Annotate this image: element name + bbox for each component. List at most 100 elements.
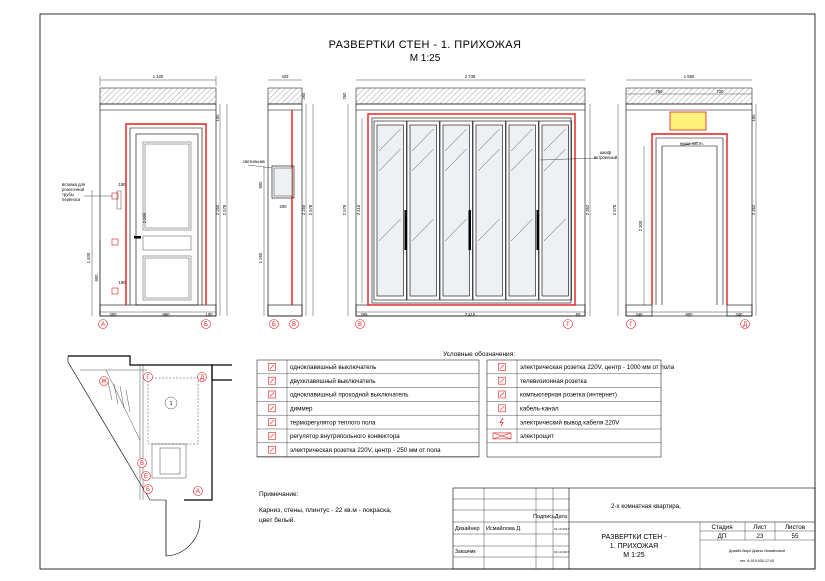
elevation1-dim-left-4: 180 (119, 280, 127, 285)
elevation2-dim-3: 200 (280, 204, 288, 209)
elevation1-callout-1: вставка для (62, 182, 85, 187)
elevation1-dim-left-2: 900 (94, 274, 99, 282)
page-title: РАЗВЕРТКИ СТЕН - 1. ПРИХОЖАЯ (329, 39, 522, 51)
legend-right-item-label: электрическая розетка 220V, центр - 1000… (520, 364, 675, 371)
axis-label: Г (566, 322, 570, 328)
legend-left-item-label: одноклавишный выключатель (290, 364, 376, 371)
elevation4-callout: ниша лестн. (680, 141, 704, 146)
plan-label: В (140, 461, 144, 467)
plan-label: Д (200, 375, 204, 381)
elevation-wardrobe-wall: 2 738 шкаф встроенный 2 578 2 410 2 352 … (342, 74, 618, 329)
elevation1-dim-right-2: 2 250 (215, 204, 220, 215)
axis-label: В (292, 322, 296, 328)
elevation1-callout-2: розеточной (62, 187, 85, 192)
axis-label: А (101, 322, 105, 328)
legend-left-item-label: терморегулятор теплого пола (290, 419, 376, 426)
legend-right-item-label: электрический вывод кабеля 220V (520, 419, 620, 426)
tb-studio: Дизайн-бюро Дианы Исмайловой (729, 549, 785, 553)
elevation1-dim-left-1: 1 400 (86, 252, 91, 263)
wardrobe-glass-panel (541, 124, 569, 297)
tb-sheet-title-1: РАЗВЕРТКИ СТЕН - (601, 534, 667, 541)
elevation2-dim-4: 2 250 (301, 204, 306, 215)
wall-lamp-icon (271, 165, 295, 199)
wardrobe-glass-panel (376, 124, 404, 297)
title-block: Подпись Дата Дизайнер Исмайлова Д. 01.10… (452, 487, 816, 570)
wall-outline (99, 103, 217, 317)
tb-stage: ДП (718, 533, 727, 540)
elevation1-callout-3: трубы (62, 192, 74, 197)
legend-title: Условные обозначения: (443, 350, 515, 358)
socket-icon (111, 238, 119, 246)
elevation1-dim-left-3: 150 (119, 182, 127, 187)
elevation3-bottom-dim-3: 60 (576, 312, 581, 317)
tb-stage-label: Стадия (711, 524, 732, 531)
elevation4-bottom-dim-1: 340 (636, 312, 644, 317)
tb-header-sign: Подпись (533, 514, 555, 520)
legend-left-item-label: двухклавишный выключатель (290, 378, 376, 385)
elevation2-width-dim: 423 (282, 74, 290, 79)
cable-outlet-icon (499, 417, 504, 427)
tb-phone: тел. 8-919-000-17-00 (740, 559, 774, 563)
elevation3-dim-2: 2 410 (356, 204, 361, 215)
wardrobe-glass-panel (442, 124, 470, 297)
elevation1-callout-4: переноса (62, 197, 81, 202)
plan-label: А (196, 489, 200, 495)
note: Примечание: Карниз, стены, плинтус - 22 … (259, 491, 392, 524)
tb-sheets-label: Листов (785, 524, 806, 531)
elevation3-callout-2: встроенный (594, 155, 618, 160)
plan-label: Г (146, 375, 150, 381)
axis-label: Д (743, 322, 747, 328)
plan-label: Ж (101, 379, 107, 385)
elevation3-dim-4: 260 (342, 92, 347, 100)
legend-left-item-label: одноклавишный проходной выключатель (290, 392, 408, 399)
axis-label: Б (204, 322, 208, 328)
wardrobe-handle (468, 210, 471, 250)
socket-icon (111, 287, 119, 295)
axis-label: Г (629, 322, 633, 328)
wardrobe-frame-red (367, 113, 576, 306)
elevation2-callout: светильник (243, 159, 265, 164)
tb-client-label: Заказчик (455, 549, 476, 555)
plan-label: Е (144, 474, 148, 480)
elevation-side-wall: 423 светильник 900 1 250 200 2 250 2 578… (243, 74, 314, 329)
elevation3-dim-1: 2 578 (342, 204, 347, 215)
legend-right-item-label: компьютерная розетка (интернет) (520, 392, 617, 399)
wardrobe-glass-panel (508, 124, 536, 297)
elevation1-dim-right-1: 150 (215, 114, 220, 122)
tb-project: 2-х комнатная квартира, (611, 503, 681, 510)
door-handle (134, 236, 141, 239)
axis-label: В (358, 322, 362, 328)
electrical-panel-highlight (669, 111, 707, 131)
elevation1-bottom-dim-2: 960 (163, 312, 171, 317)
elevation4-bottom-dim-3: 340 (736, 312, 744, 317)
legend-right-item-label: электрощит (520, 433, 554, 440)
tb-designer-label: Дизайнер (455, 525, 480, 532)
legend-right-item-label: кабель-канал (520, 406, 559, 413)
wardrobe-glass-panel (409, 124, 437, 297)
doorway-red (651, 133, 728, 305)
elevation4-dim-2: 2 300 (638, 220, 643, 231)
elevation3-callout-1: шкаф (600, 150, 612, 155)
tb-sheet-title-3: М 1:25 (623, 552, 645, 559)
tb-sheet: 23 (757, 533, 764, 540)
baseboard (99, 304, 217, 317)
elevation2-dim-5: 2 578 (308, 204, 313, 215)
wardrobe-handle (536, 210, 539, 250)
wardrobe-doors (373, 120, 572, 301)
elevation2-dim-2: 1 250 (258, 252, 263, 263)
elevation4-bottom-dim-2: 900 (686, 312, 694, 317)
legend-left-item-label: электрическая розетка 220V, центр - 250 … (290, 447, 441, 454)
wardrobe-glass-panel (475, 124, 503, 297)
note-heading: Примечание: (259, 491, 299, 498)
elevation2-dim-6: 260 (301, 92, 306, 100)
plan-label: Б (146, 487, 150, 493)
note-text-2: цвет белый. (259, 516, 295, 524)
page-scale: М 1:25 (410, 53, 441, 64)
tb-date-2: 01.10.2017 (554, 550, 569, 554)
wardrobe-door (472, 120, 506, 301)
hallway-plan: 1 А Б В Г Д Е Ж (67, 355, 232, 557)
elevation1-bottom-dim-3: 100 (206, 312, 214, 317)
note-text-1: Карниз, стены, плинтус - 22 кв.м - покра… (259, 507, 392, 514)
sheet-frame (39, 13, 816, 570)
